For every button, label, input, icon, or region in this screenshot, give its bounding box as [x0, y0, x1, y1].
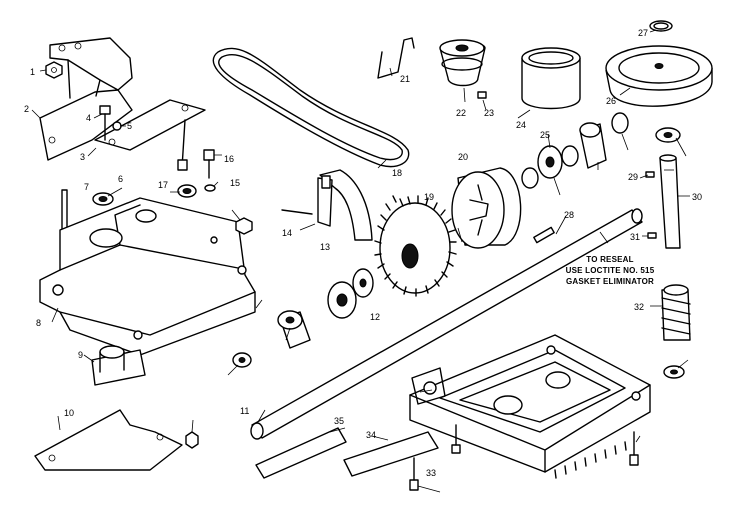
- callout-2: 2: [24, 104, 29, 114]
- callout-29: 29: [628, 172, 638, 182]
- part-nut-5b: [185, 431, 199, 449]
- callout-14: 14: [282, 228, 292, 238]
- part-lower-housing: [409, 334, 651, 479]
- callout-21: 21: [400, 74, 410, 84]
- callout-10: 10: [64, 408, 74, 418]
- part-washers-12-left: [327, 268, 374, 319]
- part-screw-1b: [235, 217, 253, 235]
- callout-9: 9: [78, 350, 83, 360]
- part-bracket-13: [317, 169, 373, 241]
- callout-34: 34: [366, 430, 376, 440]
- callout-13: 13: [320, 242, 330, 252]
- part-pulley-26: [605, 20, 713, 107]
- callout-19: 19: [424, 192, 434, 202]
- part-hub-20: [451, 167, 522, 249]
- part-belt-18: [212, 47, 410, 168]
- callout-22: 22: [456, 108, 466, 118]
- part-nut-1: [45, 61, 63, 79]
- callout-3: 3: [80, 152, 85, 162]
- callout-20: 20: [458, 152, 468, 162]
- callout-8: 8: [36, 318, 41, 328]
- part-sleeve-24: [521, 47, 581, 110]
- callout-17: 17: [158, 180, 168, 190]
- note-line-3: GASKET ELIMINATOR: [566, 277, 654, 286]
- callout-6: 6: [118, 174, 123, 184]
- callout-15: 15: [230, 178, 240, 188]
- callout-26: 26: [606, 96, 616, 106]
- callout-23: 23: [484, 108, 494, 118]
- part-pin-29: [645, 171, 655, 178]
- part-strip-35: [255, 427, 347, 479]
- part-pin-14: [281, 209, 313, 215]
- callout-31: 31: [630, 232, 640, 242]
- leader-lines: [31, 29, 690, 493]
- part-washers-25-12: [521, 145, 579, 189]
- callout-28: 28: [564, 210, 574, 220]
- callout-30: 30: [692, 192, 702, 202]
- part-gear-19: [374, 195, 457, 297]
- part-bushing-9-left: [91, 345, 146, 386]
- reseal-note: TO RESEAL USE LOCTITE NO. 515 GASKET ELI…: [566, 255, 655, 286]
- callout-24: 24: [516, 120, 526, 130]
- part-collar-9-upper: [579, 112, 629, 169]
- part-bushing-9-mid: [277, 310, 311, 349]
- part-shaft-30: [659, 154, 681, 249]
- part-pin-31: [647, 232, 657, 239]
- note-line-2: USE LOCTITE NO. 515: [566, 266, 655, 275]
- callout-5: 5: [127, 121, 132, 131]
- callout-33: 33: [426, 468, 436, 478]
- part-washer-17: [177, 184, 197, 198]
- callout-16: 16: [224, 154, 234, 164]
- part-washer-6-mid: [232, 352, 252, 368]
- part-washer-25-lower: [663, 365, 685, 379]
- part-key-28: [533, 226, 555, 244]
- part-bolts-4-5: [99, 105, 188, 171]
- part-plate-10: [34, 409, 183, 471]
- callout-labels: 1 2 3 4 5 6 7 8 9 10 11 12 13 14 15 16 1…: [24, 28, 702, 478]
- callout-35: 35: [334, 416, 344, 426]
- part-screws-33: [409, 424, 639, 491]
- part-washer-12-right: [655, 127, 681, 143]
- note-line-1: TO RESEAL: [586, 255, 633, 264]
- callout-11: 11: [240, 406, 249, 416]
- part-shaft-11: [250, 208, 643, 440]
- part-strip-34: [343, 431, 439, 477]
- part-housing-cover-8: [39, 197, 256, 356]
- part-plate-3: [94, 99, 206, 151]
- part-bolt-16: [203, 149, 216, 192]
- part-key-23: [477, 91, 487, 99]
- callout-32: 32: [634, 302, 644, 312]
- callout-4: 4: [86, 113, 91, 123]
- callout-25: 25: [540, 130, 550, 140]
- part-clip-21: [377, 37, 415, 79]
- callout-27: 27: [638, 28, 648, 38]
- callout-1: 1: [30, 67, 35, 77]
- part-worm-32: [661, 284, 691, 341]
- callout-18: 18: [392, 168, 402, 178]
- callout-12: 12: [370, 312, 380, 322]
- callout-7: 7: [84, 182, 89, 192]
- part-pulley-22: [439, 39, 486, 87]
